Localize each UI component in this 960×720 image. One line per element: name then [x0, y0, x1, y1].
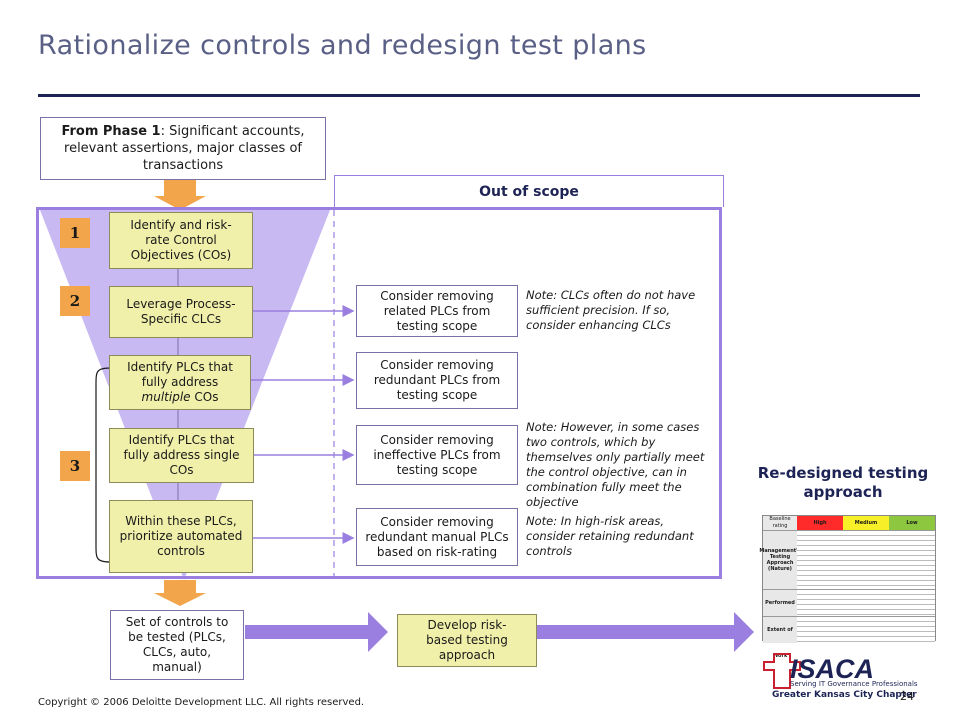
- scope-frame: [36, 207, 722, 579]
- isaca-tagline: Serving IT Governance Professionals: [790, 680, 918, 688]
- phase1-bold: From Phase 1: [61, 124, 161, 139]
- orange-arrow-top: [154, 180, 206, 210]
- orange-arrow-bottom: [154, 580, 206, 606]
- copyright-text: Copyright © 2006 Deloitte Development LL…: [38, 697, 365, 708]
- big-arrow-2: [494, 612, 754, 652]
- develop-approach-box: Develop risk-based testing approach: [397, 614, 537, 667]
- step-identify-risk-rate-cos: Identify and risk-rate Control Objective…: [109, 212, 253, 269]
- step-leverage-clcs: Leverage Process-Specific CLCs: [109, 286, 253, 338]
- page-title: Rationalize controls and redesign test p…: [38, 30, 647, 61]
- isaca-chapter: Greater Kansas City Chapter: [772, 690, 917, 700]
- mini-cell: [797, 590, 843, 616]
- step-prioritize-automated: Within these PLCs, prioritize automated …: [109, 500, 253, 573]
- isaca-wordmark: ISACA: [790, 654, 874, 684]
- mini-cell: [889, 617, 935, 643]
- mini-cell: [843, 590, 889, 616]
- isaca-logo: ISACA Serving IT Governance Professional…: [760, 648, 918, 708]
- mini-header-high: High: [797, 516, 843, 530]
- controls-to-test-box: Set of controls to be tested (PLCs, CLCs…: [110, 610, 244, 680]
- step-badge-2: 2: [60, 286, 90, 316]
- action-remove-manual-plcs: Consider removing redundant manual PLCs …: [356, 508, 518, 566]
- action-remove-ineffective-plcs: Consider removing ineffective PLCs from …: [356, 425, 518, 485]
- out-of-scope-header: Out of scope: [334, 175, 724, 207]
- mini-row-nature: Management's Testing Approach (Nature): [759, 531, 801, 589]
- step3-text-c: COs: [194, 390, 219, 404]
- action-remove-related-plcs: Consider removing related PLCs from test…: [356, 285, 518, 337]
- phase1-text: : Significant accounts, relevant asserti…: [64, 124, 305, 173]
- note-combination-controls: Note: However, in some cases two control…: [526, 420, 705, 509]
- phase1-input-box: From Phase 1: Significant accounts, rele…: [40, 117, 326, 180]
- page-number: 24: [900, 690, 914, 703]
- isaca-logo-graphic: ISACA: [763, 653, 874, 689]
- note-clc-precision: Note: CLCs often do not have sufficient …: [526, 288, 696, 332]
- action-remove-redundant-plcs: Consider removing redundant PLCs from te…: [356, 352, 518, 409]
- step3-bracket: [95, 367, 111, 563]
- mini-cell: [889, 590, 935, 616]
- step-plcs-single-cos: Identify PLCs that fully address single …: [109, 428, 254, 483]
- mini-header-medium: Medium: [843, 516, 889, 530]
- testing-approach-table-thumbnail: Baseline rating High Medium Low Manageme…: [759, 515, 936, 659]
- title-divider: [38, 94, 920, 97]
- mini-cell: [843, 617, 889, 643]
- mini-cell: [843, 531, 889, 589]
- mini-header-low: Low: [889, 516, 935, 530]
- mini-cell: [797, 617, 843, 643]
- step-badge-3: 3: [60, 451, 90, 481]
- mini-row-extent: Extent of Work: [763, 617, 797, 659]
- step3-text-a: Identify PLCs that fully address: [127, 360, 233, 389]
- step-plcs-multiple-cos: Identify PLCs that fully address multipl…: [109, 355, 251, 410]
- mini-row-performed: Performed By: [763, 590, 797, 632]
- mini-cell: [889, 531, 935, 589]
- mini-cell: [797, 531, 843, 589]
- step3-text-b: multiple: [141, 390, 191, 404]
- mini-header-baseline: Baseline rating: [763, 516, 797, 530]
- big-arrow-1: [245, 612, 388, 652]
- note-high-risk-areas: Note: In high-risk areas, consider retai…: [526, 514, 694, 558]
- redesigned-testing-label: Re-designed testing approach: [757, 464, 929, 501]
- step-badge-1: 1: [60, 218, 90, 248]
